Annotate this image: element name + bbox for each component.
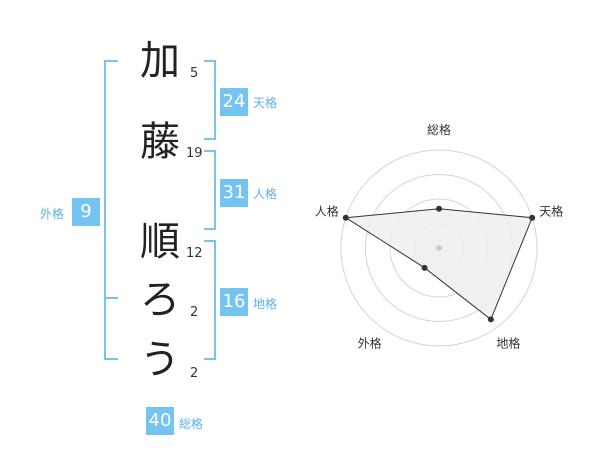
- radar-point-2: [529, 214, 536, 221]
- name-char-4: ろ: [140, 277, 180, 323]
- jinkaku-badge: 31: [220, 179, 248, 207]
- name-char-3: 順: [140, 219, 180, 265]
- radar-point-3: [487, 316, 494, 323]
- jinkaku-label: 人格: [253, 187, 278, 201]
- name-char-5: う: [140, 337, 180, 383]
- radar-axis-label-1: 総格: [427, 122, 451, 137]
- tenkaku-label: 天格: [253, 96, 278, 110]
- stroke-count-1: 5: [190, 66, 199, 81]
- stroke-count-5: 2: [190, 366, 199, 381]
- radar-ring-4: [340, 149, 538, 347]
- chikaku-label: 地格: [253, 297, 278, 311]
- stroke-count-2: 19: [186, 146, 203, 161]
- tenkaku-badge: 24: [220, 88, 248, 116]
- radar-axis-label-3: 地格: [496, 336, 520, 351]
- name-char-2: 藤: [140, 119, 180, 165]
- gaikaku-badge: 9: [72, 198, 100, 226]
- stroke-count-4: 2: [190, 305, 199, 320]
- stroke-count-3: 12: [186, 246, 203, 261]
- gaikaku-label: 外格: [40, 207, 65, 221]
- chikaku-bracket: [204, 240, 216, 360]
- radar-point-1: [436, 205, 442, 212]
- soukaku-label: 総格: [179, 417, 204, 431]
- tenkaku-bracket: [204, 60, 216, 140]
- radar-axis-label-4: 外格: [358, 336, 382, 351]
- name-char-1: 加: [140, 38, 180, 84]
- radar-axis-label-5: 人格: [315, 204, 339, 219]
- gaikaku-bracket-tick: [104, 297, 118, 299]
- jinkaku-bracket: [204, 150, 216, 230]
- radar-data-area: [344, 208, 533, 321]
- radar-point-4: [421, 264, 428, 271]
- radar-axis-label-2: 天格: [539, 204, 563, 219]
- radar-center-point: [436, 245, 442, 251]
- gaikaku-bracket: [104, 60, 118, 360]
- chikaku-badge: 16: [220, 288, 248, 316]
- radar-point-5: [342, 214, 349, 221]
- soukaku-badge: 40: [146, 407, 174, 435]
